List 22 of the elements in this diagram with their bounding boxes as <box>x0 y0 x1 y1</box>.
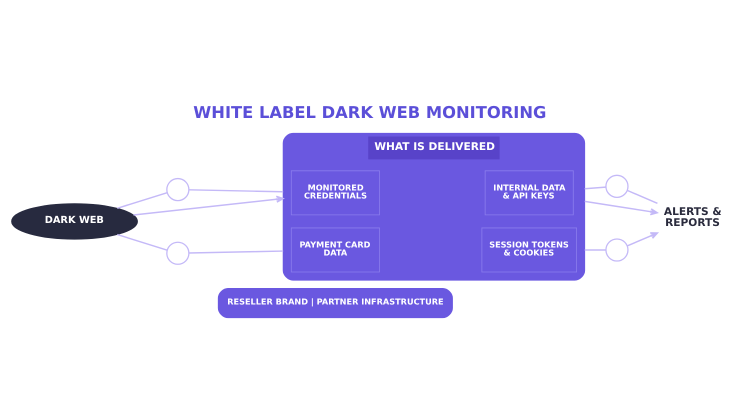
diagram-title: WHITE LABEL DARK WEB MONITORING <box>193 102 546 122</box>
node-box: PAYMENT CARD DATA <box>290 228 380 272</box>
node-text: ALERTS & REPORTS <box>664 205 722 229</box>
node-ellipse: DARK WEB <box>11 203 138 240</box>
connector <box>188 250 284 254</box>
connector <box>584 249 606 251</box>
connector <box>188 189 284 193</box>
connector <box>117 192 168 209</box>
node-box: RESELLER BRAND | PARTNER INFRASTRUCTURE <box>218 288 453 318</box>
connector <box>584 186 606 190</box>
node-circle <box>166 242 190 265</box>
node-box: SESSION TOKENS & COOKIES <box>481 228 577 272</box>
node-circle <box>605 238 629 262</box>
arrow <box>133 196 284 216</box>
connector <box>627 190 658 204</box>
arrow <box>627 232 658 246</box>
node-circle <box>166 178 190 202</box>
node-box: MONITORED CREDENTIALS <box>290 170 380 216</box>
node-circle <box>605 174 629 198</box>
connector <box>117 234 168 251</box>
arrow <box>584 200 658 216</box>
node-box: INTERNAL DATA & API KEYS <box>484 170 574 216</box>
